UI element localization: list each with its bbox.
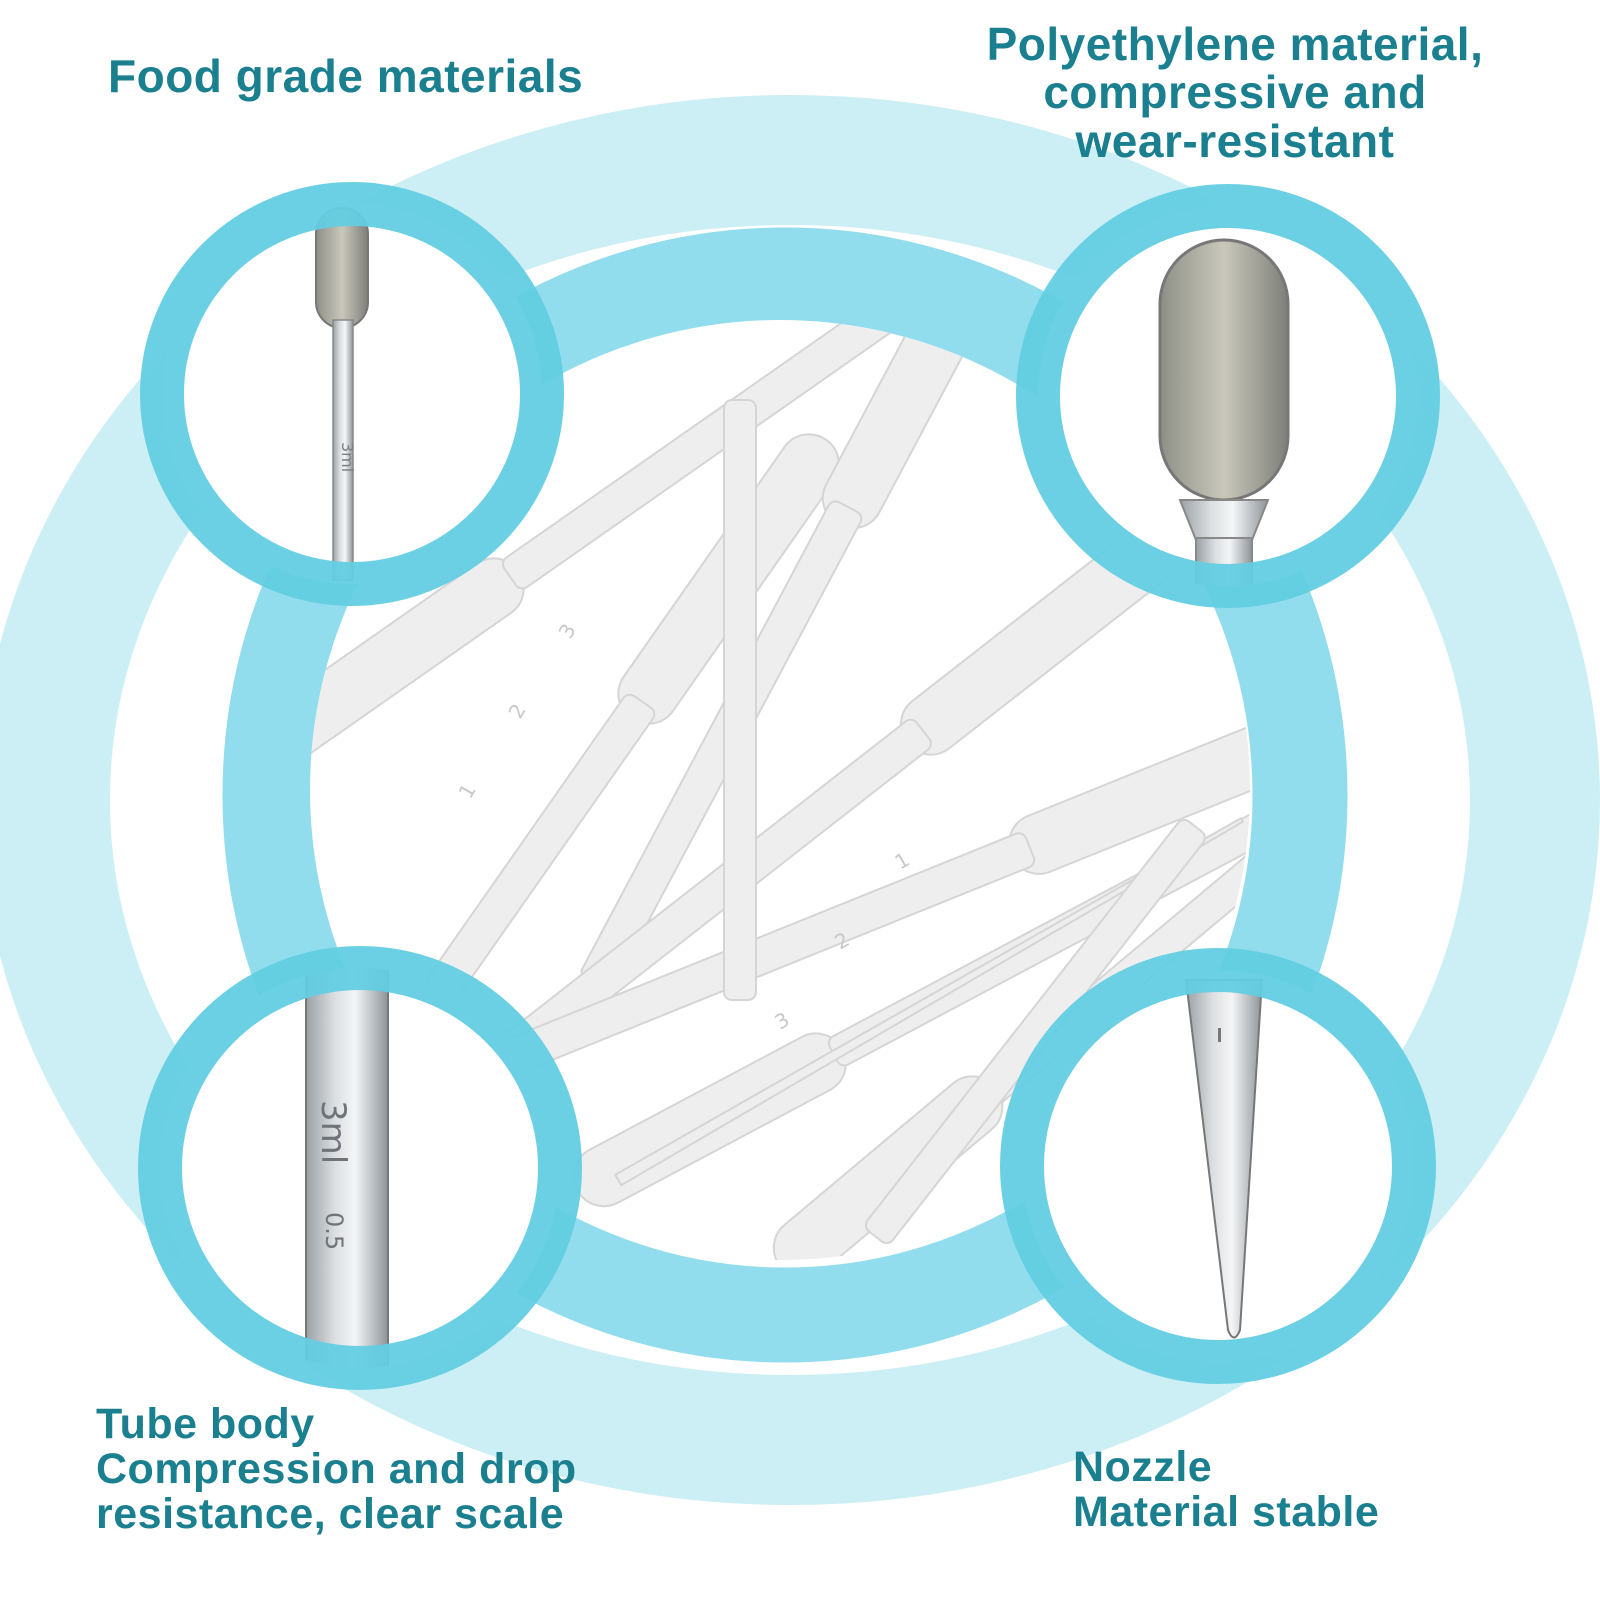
- nozzle-label: Nozzle Material stable: [1073, 1443, 1380, 1537]
- pipette-bulb-icon: [1158, 238, 1290, 502]
- outer-ring: [0, 95, 1600, 1505]
- polyethylene-label: Polyethylene material, compressive and w…: [986, 18, 1484, 167]
- detail-circle-polyethylene: [1016, 184, 1440, 608]
- scale-mark: 3ml: [338, 442, 357, 472]
- detail-circle-bulb: 3ml: [140, 182, 564, 606]
- tube-body-label: Tube body Compression and drop resistanc…: [96, 1400, 577, 1539]
- detail-circle-tube-body: 3ml 0.5: [138, 946, 582, 1390]
- pipette-tube-icon: [305, 968, 389, 1368]
- pipette-nozzle-icon: [1184, 979, 1264, 1339]
- inner-ring: [222, 227, 1348, 1363]
- scale-mark: 3ml: [313, 1100, 353, 1164]
- detail-circle-nozzle: [1000, 948, 1436, 1384]
- scale-mark: 0.5: [320, 1212, 348, 1250]
- food-grade-label: Food grade materials: [108, 50, 584, 102]
